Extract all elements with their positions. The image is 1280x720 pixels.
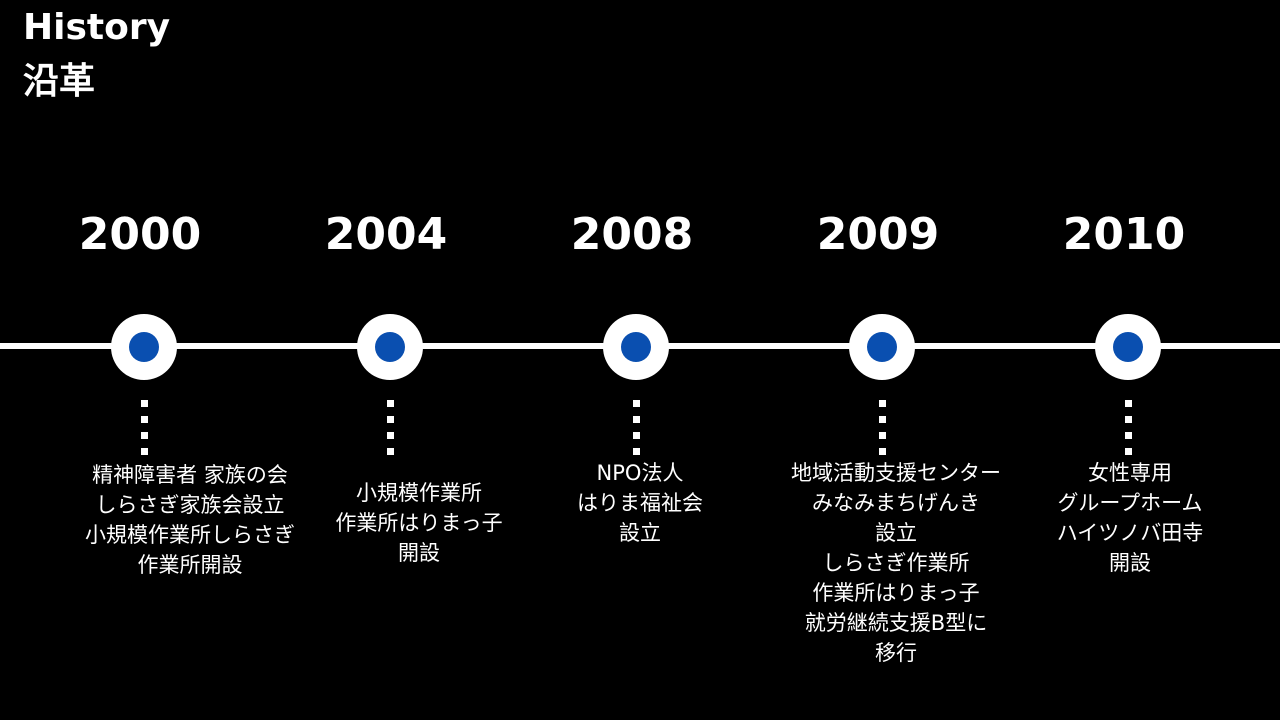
event-description-line: はりま福祉会 (577, 491, 703, 515)
event-description-line: 開設 (1109, 551, 1151, 575)
connector-dot (633, 432, 640, 439)
event-description: 女性専用グループホームハイツノバ田寺開設 (990, 458, 1270, 578)
event-description-line: しらさぎ家族会設立 (95, 493, 285, 517)
timeline-node-dot (129, 332, 159, 362)
connector-dot (879, 400, 886, 407)
connector-dot (387, 416, 394, 423)
event-description-line: 移行 (875, 641, 917, 665)
dotted-connector (1125, 400, 1132, 464)
timeline-node (357, 314, 423, 380)
connector-dot (879, 416, 886, 423)
timeline-node (111, 314, 177, 380)
event-description-line: 作業所開設 (137, 553, 243, 577)
dotted-connector (387, 400, 394, 464)
connector-dot (1125, 400, 1132, 407)
event-description: 精神障害者 家族の会しらさぎ家族会設立小規模作業所しらさぎ作業所開設 (50, 460, 330, 580)
event-description-line: 作業所はりまっ子 (812, 581, 980, 605)
event-description-line: NPO法人 (596, 461, 684, 485)
connector-dot (141, 400, 148, 407)
event-description-line: グループホーム (1057, 491, 1203, 515)
connector-dot (387, 400, 394, 407)
event-description: 小規模作業所作業所はりまっ子開設 (279, 478, 559, 568)
event-description-line: 作業所はりまっ子 (335, 511, 503, 535)
event-description-line: 設立 (619, 521, 661, 545)
connector-dot (141, 448, 148, 455)
connector-dot (879, 432, 886, 439)
event-description-line: ハイツノバ田寺 (1056, 521, 1204, 545)
event-description-line: 小規模作業所しらさぎ (85, 523, 295, 547)
connector-dot (879, 448, 886, 455)
event-description-line: 設立 (875, 521, 917, 545)
timeline-node-dot (867, 332, 897, 362)
connector-dot (1125, 416, 1132, 423)
timeline-year: 2004 (324, 209, 448, 260)
connector-dot (387, 448, 394, 455)
connector-dot (1125, 448, 1132, 455)
timeline-node-dot (1113, 332, 1143, 362)
connector-dot (633, 448, 640, 455)
event-description-line: 地域活動支援センター (791, 461, 1001, 485)
dotted-connector (879, 400, 886, 464)
page-title-en: History (23, 7, 171, 48)
timeline-node-dot (621, 332, 651, 362)
timeline-year: 2000 (78, 209, 202, 260)
event-description-line: 精神障害者 家族の会 (92, 463, 288, 487)
connector-dot (633, 416, 640, 423)
event-description: 地域活動支援センターみなみまちげんき設立しらさぎ作業所作業所はりまっ子就労継続支… (756, 458, 1036, 668)
timeline-year: 2009 (816, 209, 940, 260)
event-description-line: 就労継続支援B型に (804, 611, 988, 635)
timeline-year: 2008 (570, 209, 694, 260)
connector-dot (141, 432, 148, 439)
event-description-line: 開設 (398, 541, 440, 565)
connector-dot (1125, 432, 1132, 439)
timeline-node (849, 314, 915, 380)
timeline-year: 2010 (1062, 209, 1186, 260)
event-description-line: みなみまちげんき (812, 491, 980, 515)
event-description-line: 女性専用 (1088, 461, 1172, 485)
event-description-line: 小規模作業所 (356, 481, 482, 505)
timeline-node (1095, 314, 1161, 380)
page-title-ja: 沿革 (23, 61, 96, 102)
connector-dot (633, 400, 640, 407)
dotted-connector (141, 400, 148, 464)
dotted-connector (633, 400, 640, 464)
event-description-line: しらさぎ作業所 (822, 551, 970, 575)
connector-dot (141, 416, 148, 423)
connector-dot (387, 432, 394, 439)
timeline-node (603, 314, 669, 380)
event-description: NPO法人はりま福祉会設立 (500, 458, 780, 548)
timeline-node-dot (375, 332, 405, 362)
